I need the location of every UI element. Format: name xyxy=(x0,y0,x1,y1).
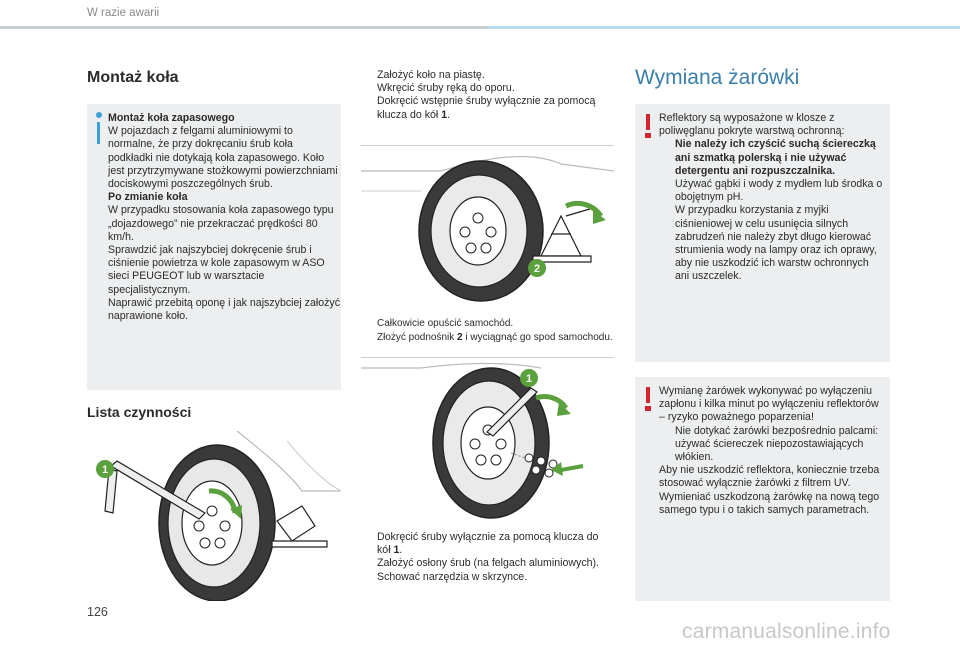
list-item: Założyć koło na piastę. xyxy=(377,69,485,81)
info-box: Montaż koła zapasowego W pojazdach z fel… xyxy=(87,104,341,390)
info-title: Montaż koła zapasowego xyxy=(108,112,235,124)
watermark: carmanualsonline.info xyxy=(682,620,891,643)
checklist-title: Lista czynności xyxy=(87,404,192,420)
warning-box: Wymianę żarówek wykonywać po wyłączeniu … xyxy=(635,377,890,601)
warning-icon xyxy=(646,387,650,403)
info-subtitle: Po zmianie koła xyxy=(108,191,188,204)
list-item: Założyć osłony śrub (na felgach aluminio… xyxy=(377,557,599,570)
warning-text: Wymianę żarówek wykonywać po wyłączeniu … xyxy=(659,385,885,517)
info-box-text: Montaż koła zapasowego W pojazdach z fel… xyxy=(108,112,340,323)
list-item: Złożyć podnośnik 2 i wyciągnąć go spod s… xyxy=(377,331,613,343)
steps-bottom: Dokręcić śruby wyłącznie za pomocą klucz… xyxy=(361,531,606,584)
list-item: Używać gąbki i wody z mydłem lub środka … xyxy=(675,178,883,204)
list-item: W przypadku korzystania z myjki ciśnieni… xyxy=(675,204,877,283)
callout-1: 1 xyxy=(102,464,108,476)
list-item: Całkowicie opuścić samochód. xyxy=(377,318,514,329)
list-item: Dokręcić wstępnie śruby wyłącznie za pom… xyxy=(377,95,596,121)
list-item: Wkręcić śruby ręką do oporu. xyxy=(377,82,515,95)
info-paragraph: Sprawdzić jak najszybciej dokręcenie śru… xyxy=(108,244,325,296)
list-item: Nie należy ich czyścić suchą ściereczką … xyxy=(675,138,876,177)
info-icon xyxy=(96,112,102,118)
steps-top: Założyć koło na piastę. Wkręcić śruby rę… xyxy=(361,69,606,122)
list-item: Dokręcić śruby wyłącznie za pomocą klucz… xyxy=(377,531,599,557)
divider xyxy=(361,145,614,146)
steps-mid: Całkowicie opuścić samochód. Złożyć podn… xyxy=(361,317,614,344)
section-title: Wymiana żarówki xyxy=(635,66,800,89)
warning-text: Reflektory są wyposażone w klosze z poli… xyxy=(659,112,885,284)
jack-wheel-illustration: 2 xyxy=(361,146,614,303)
info-icon-bar xyxy=(97,122,100,144)
warning-icon xyxy=(646,114,650,130)
warning-box: Reflektory są wyposażone w klosze z poli… xyxy=(635,104,890,362)
list-item: Nie dotykać żarówki bezpośrednio palcami… xyxy=(675,424,879,464)
callout-2: 2 xyxy=(534,263,540,275)
warning-icon-dot xyxy=(645,406,651,411)
wheel-bolts-illustration: 1 xyxy=(361,358,614,520)
header-divider xyxy=(0,26,488,29)
callout-1: 1 xyxy=(526,373,532,385)
info-paragraph: W pojazdach z felgami aluminiowymi to no… xyxy=(108,125,338,191)
list-item: Schować narzędzia w skrzynce. xyxy=(377,570,528,583)
page-number: 126 xyxy=(87,605,108,619)
section-header: W razie awarii xyxy=(87,7,160,19)
info-paragraph: W przypadku stosowania koła zapasowego t… xyxy=(108,204,334,243)
warning-icon-dot xyxy=(645,133,651,138)
page-title: Montaż koła xyxy=(87,69,179,86)
header-accent-bar xyxy=(488,26,960,29)
info-paragraph: Naprawić przebitą oponę i jak najszybcie… xyxy=(108,296,340,323)
divider xyxy=(361,357,614,358)
wheel-wrench-illustration: 1 xyxy=(87,431,341,601)
